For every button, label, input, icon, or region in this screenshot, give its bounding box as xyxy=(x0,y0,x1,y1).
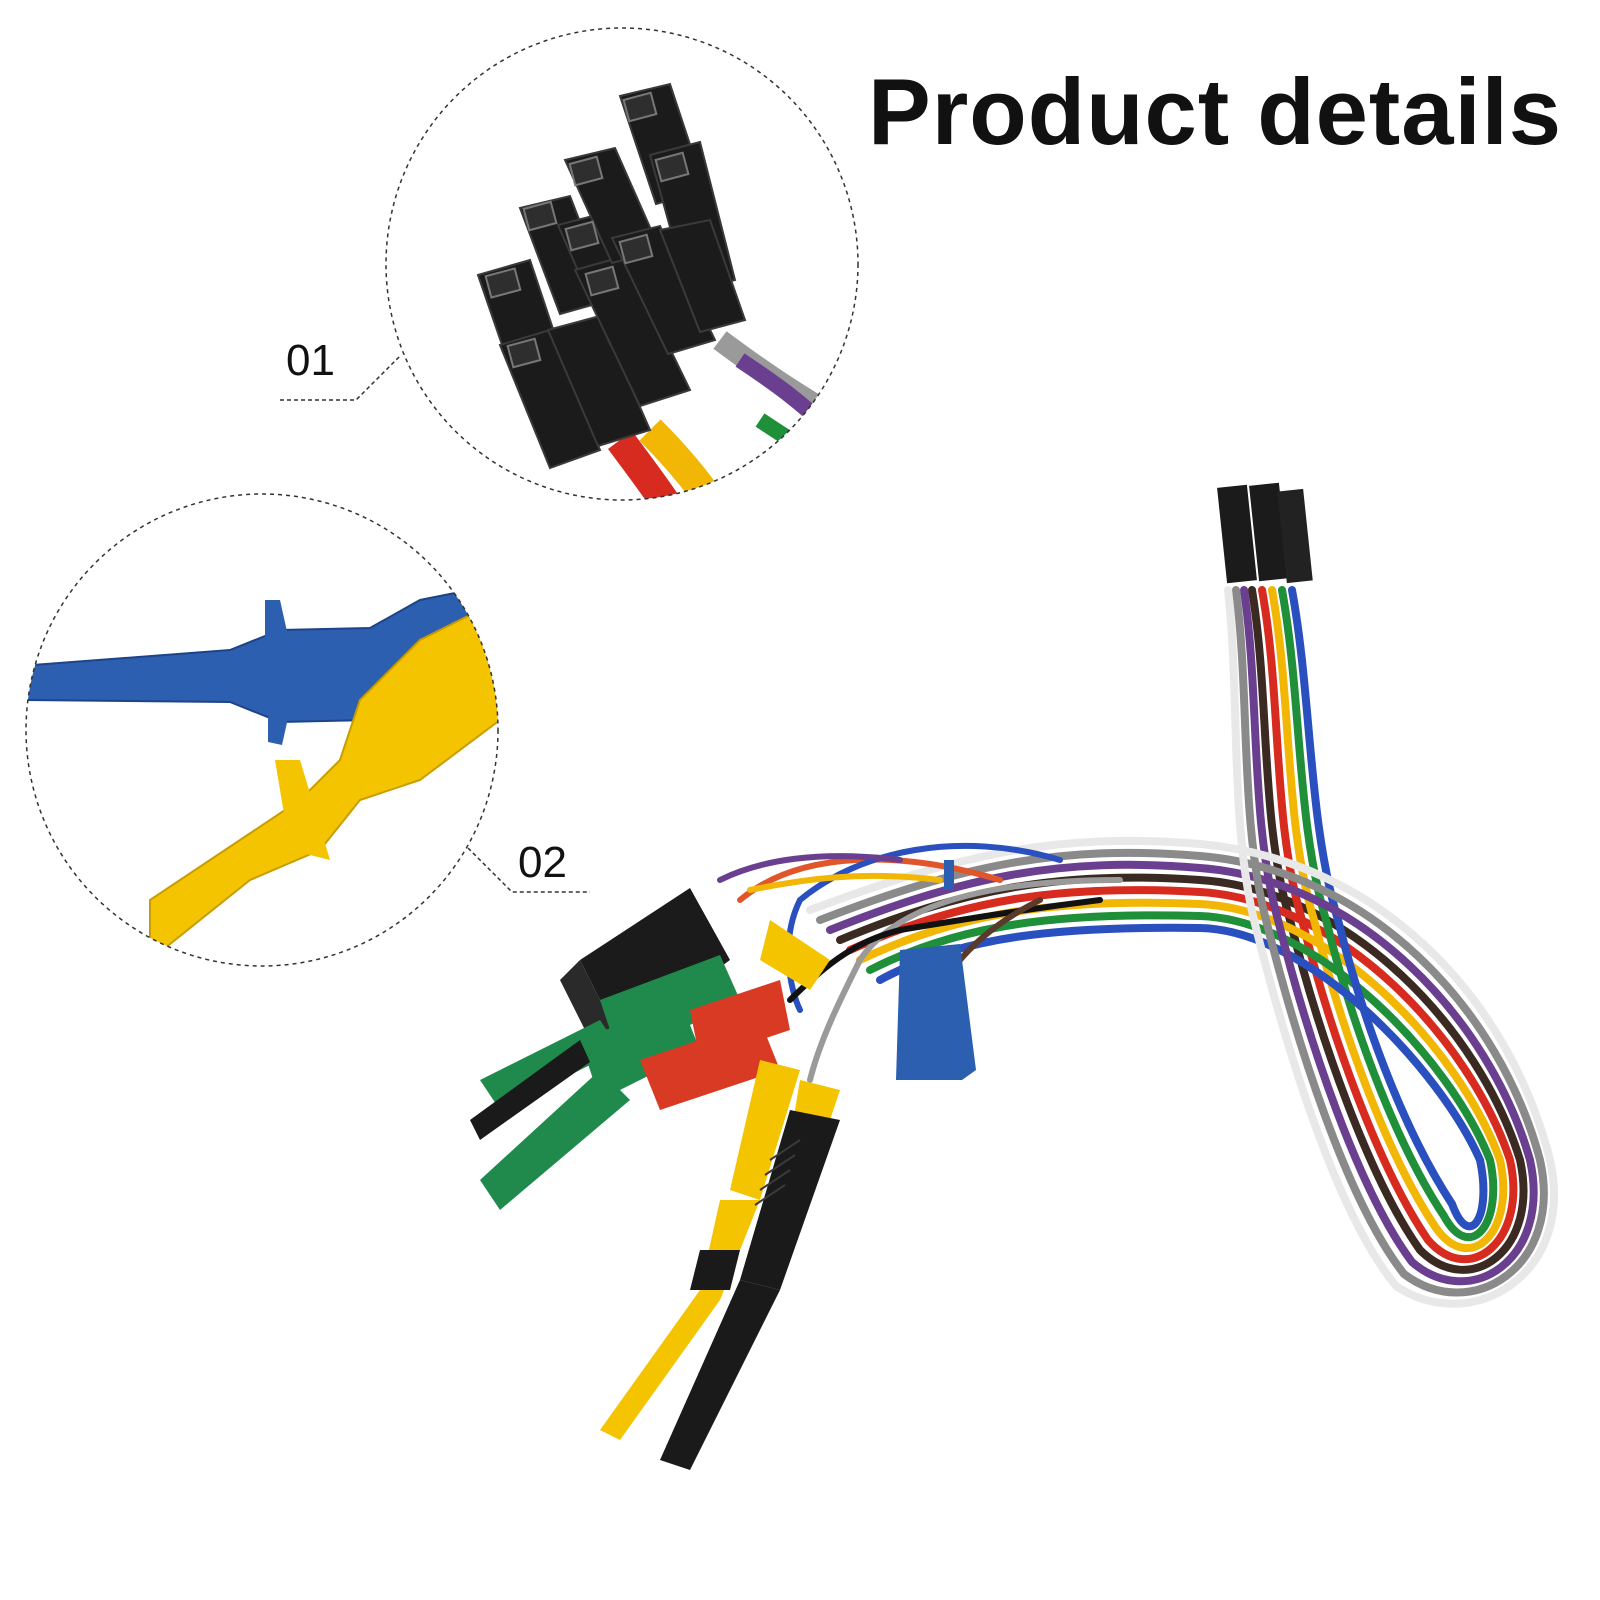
main-product-photo xyxy=(470,482,1559,1470)
hook-closeup xyxy=(26,588,498,963)
callout-circle-01 xyxy=(280,27,859,501)
connector-closeup xyxy=(476,82,853,500)
blue-test-hook xyxy=(896,860,976,1080)
callout-label-02: 02 xyxy=(518,838,567,887)
callout-circle-02 xyxy=(25,493,590,967)
top-connectors xyxy=(1217,482,1313,584)
callout-label-01: 01 xyxy=(286,336,335,385)
page-title: Product details xyxy=(868,59,1563,164)
red-test-hooks xyxy=(640,980,790,1110)
ribbon-cable xyxy=(806,586,1559,1308)
black-test-hook xyxy=(660,1110,840,1470)
black-hook-tip-left xyxy=(470,1040,590,1140)
